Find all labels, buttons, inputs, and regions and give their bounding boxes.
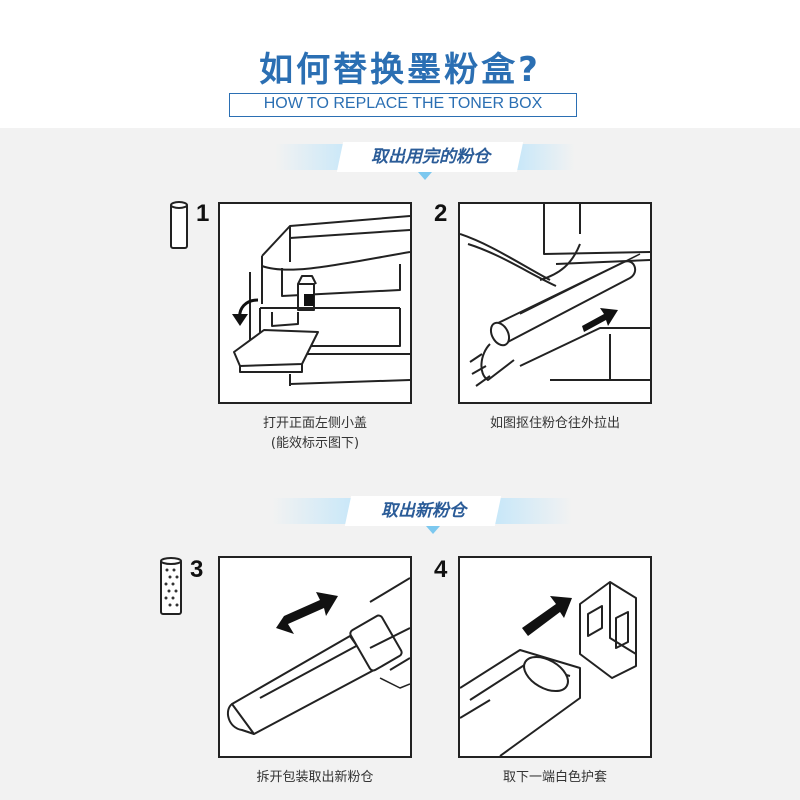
step-1-caption: 打开正面左侧小盖 (能效标示图下)	[218, 414, 412, 454]
step-2-caption: 如图抠住粉仓往外拉出	[458, 414, 652, 434]
step-1-illustration	[218, 202, 412, 404]
page-title: 如何替换墨粉盒?	[259, 50, 541, 90]
caption-line: (能效标示图下)	[270, 436, 360, 451]
caption-line: 拆开包装取出新粉仓	[256, 770, 374, 785]
step-2-illustration	[458, 202, 652, 404]
step-number: 4	[434, 556, 448, 583]
step-number: 2	[434, 200, 448, 227]
new-toner-cartridge-icon	[160, 557, 182, 615]
section-label: 取出新粉仓	[344, 496, 502, 526]
step-3-caption: 拆开包装取出新粉仓	[218, 768, 412, 788]
step-number: 1	[196, 200, 210, 227]
caption-line: 取下一端白色护套	[502, 770, 607, 785]
step-3-illustration	[218, 556, 412, 758]
step-4-caption: 取下一端白色护套	[458, 768, 652, 788]
section-pointer-icon	[426, 526, 440, 534]
section-pointer-icon	[418, 172, 432, 180]
section-heading-remove-used: 取出用完的粉仓	[0, 140, 800, 180]
caption-line: 打开正面左侧小盖	[262, 416, 367, 431]
page-subtitle: HOW TO REPLACE THE TONER BOX	[229, 93, 577, 117]
header-area: 如何替换墨粉盒? HOW TO REPLACE THE TONER BOX	[0, 0, 800, 128]
toner-cartridge-icon	[170, 201, 188, 249]
section-heading-take-new: 取出新粉仓	[0, 494, 800, 534]
step-number: 3	[190, 556, 204, 583]
section-label: 取出用完的粉仓	[336, 142, 524, 172]
step-4-illustration	[458, 556, 652, 758]
caption-line: 如图抠住粉仓往外拉出	[489, 416, 620, 431]
